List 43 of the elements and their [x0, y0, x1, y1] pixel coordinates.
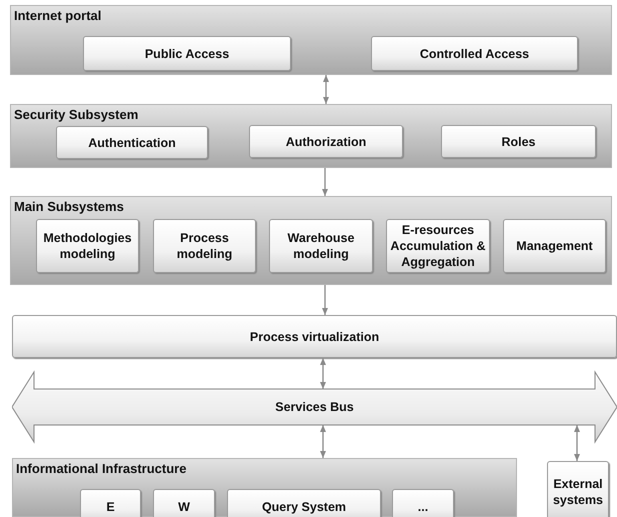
arrow — [323, 75, 329, 104]
module-label: Query System — [262, 498, 346, 514]
module-label: Warehouse modeling — [286, 230, 356, 262]
module-box — [269, 219, 373, 273]
arrow — [322, 285, 328, 315]
module-label: W — [178, 498, 190, 514]
module-box — [441, 125, 596, 158]
module-label: Methodologies modeling — [42, 230, 133, 262]
module-label: ... — [418, 498, 428, 514]
module-label: Services Bus — [275, 399, 354, 415]
module-box — [249, 125, 403, 158]
module-label: E — [106, 498, 115, 514]
arrow — [322, 168, 328, 196]
module-box — [12, 315, 617, 358]
module-label: External systems — [552, 476, 604, 508]
module-label: Authorization — [286, 134, 366, 150]
module-label: Authentication — [88, 134, 176, 150]
module-label: Public Access — [144, 46, 230, 62]
module-box — [36, 219, 139, 273]
module-label: Process virtualization — [250, 328, 380, 344]
arrow — [320, 358, 326, 389]
module-box — [83, 36, 291, 71]
layer-title: Main Subsystems — [14, 199, 124, 214]
layer-title: Informational Infrastructure — [16, 461, 186, 476]
module-label: Controlled Access — [420, 46, 530, 62]
module-box — [80, 489, 141, 517]
module-label: Management — [516, 238, 593, 254]
layer-title: Internet portal — [14, 8, 102, 23]
module-box — [153, 489, 215, 517]
bus-band — [12, 370, 617, 444]
module-box — [547, 461, 609, 517]
arrow — [574, 425, 580, 461]
arrow — [320, 425, 326, 458]
module-box — [392, 489, 454, 517]
module-box — [503, 219, 606, 273]
module-label: Process modeling — [176, 230, 234, 262]
module-label: E-resources Accumulation & Aggregation — [389, 222, 487, 270]
module-box — [153, 219, 256, 273]
module-label: Roles — [501, 134, 536, 150]
module-box — [56, 126, 208, 159]
layer-title: Security Subsystem — [14, 107, 138, 122]
module-box — [227, 489, 381, 517]
module-box — [371, 36, 578, 71]
